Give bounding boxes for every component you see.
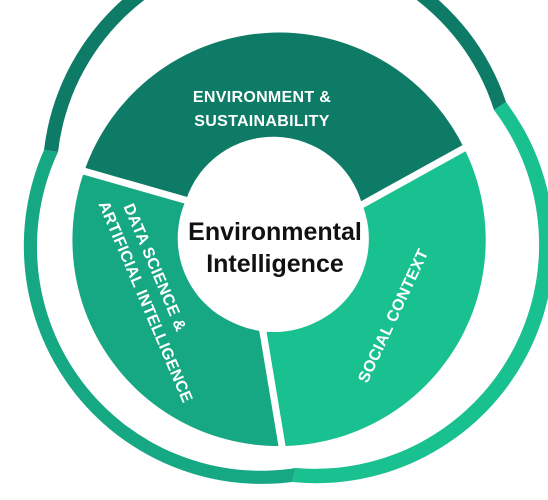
center-title-line2: Intelligence	[206, 250, 344, 278]
outer-ring-social-context	[292, 102, 548, 484]
segment-environment-label-line1: ENVIRONMENT &	[193, 89, 331, 106]
segment-separators	[76, 142, 472, 456]
segment-environment-label-line2: SUSTAINABILITY	[194, 113, 329, 130]
separator-social-ds	[258, 322, 287, 456]
segment-data-science-ai	[72, 172, 283, 447]
outer-ring-data-science	[23, 150, 296, 484]
segment-environment-sustainability	[84, 32, 464, 205]
segment-social-context	[264, 148, 486, 446]
separator-ds-env	[76, 166, 196, 206]
center-circle	[180, 144, 368, 332]
separator-env-social	[352, 142, 472, 212]
center-title-line1: Environmental	[188, 218, 362, 246]
